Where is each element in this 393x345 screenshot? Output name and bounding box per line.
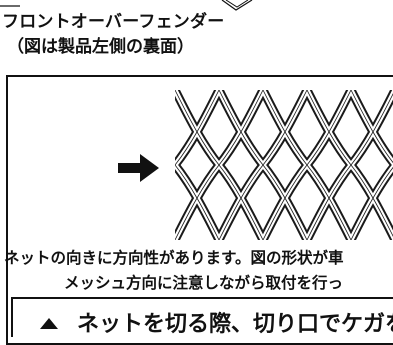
caption-subtitle: （図は製品左側の裏面） bbox=[7, 37, 194, 57]
warning-triangle-icon bbox=[40, 318, 58, 329]
right-arrow-icon bbox=[118, 154, 159, 182]
note-direction-line1: ネットの向きに方向性があります。図の形状が車 bbox=[4, 249, 344, 267]
expanded-metal-mesh bbox=[175, 90, 393, 240]
warning-box bbox=[11, 297, 393, 337]
note-direction-line2: メッシュ方向に注意しながら取付を行っ bbox=[64, 274, 344, 292]
top-decoration bbox=[0, 0, 253, 11]
warning-text: ネットを切る際、切り口でケガを bbox=[77, 312, 393, 337]
caption-title: フロントオーバーフェンダー bbox=[2, 12, 225, 32]
